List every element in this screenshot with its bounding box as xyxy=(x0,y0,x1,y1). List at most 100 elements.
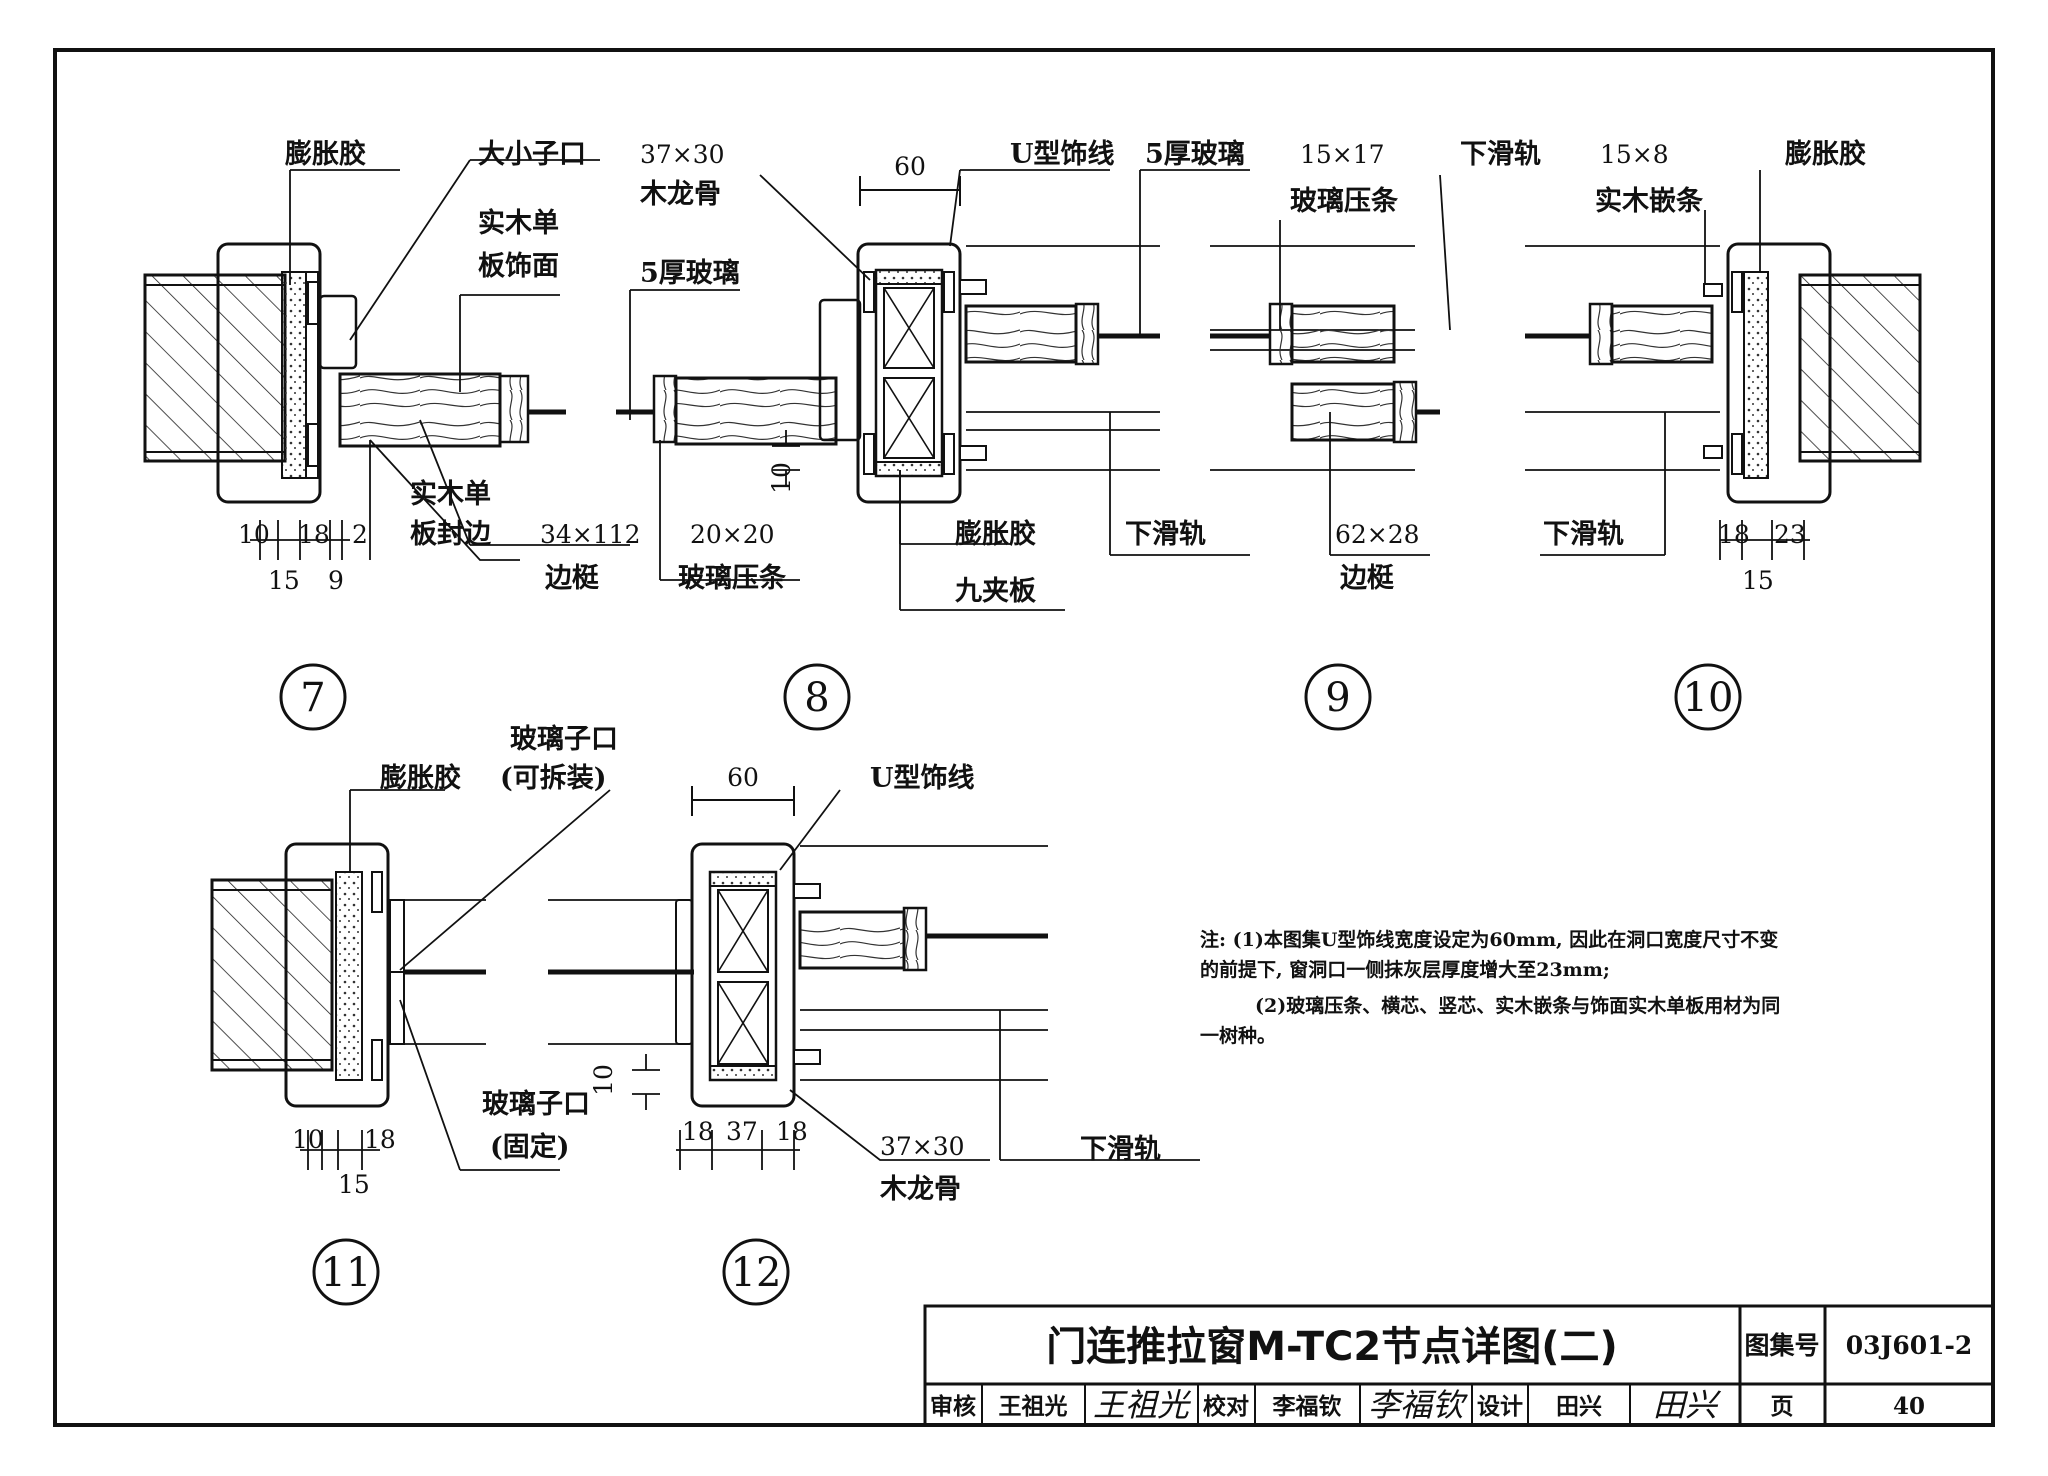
dim-text: 23 xyxy=(1774,520,1806,549)
detail-number-circle xyxy=(722,1238,790,1306)
detail-7 xyxy=(143,242,566,504)
label-joist-size: 37×30 xyxy=(640,140,725,169)
detail-circles xyxy=(279,663,1742,1306)
label-plywood: 九夹板 xyxy=(955,576,1036,607)
label-expansion-glue: 膨胀胶 xyxy=(285,138,366,170)
rebate-block xyxy=(818,298,862,442)
review-label: 审核 xyxy=(930,1393,976,1420)
detail-number-circle xyxy=(279,663,347,731)
design-label: 设计 xyxy=(1477,1393,1523,1420)
dim-text: 37 xyxy=(726,1117,758,1146)
label-u-trim: U型饰线 xyxy=(1010,139,1115,170)
sheet-border xyxy=(53,48,1995,1427)
checker-signature: 李福钦 xyxy=(1368,1386,1468,1424)
dim-60-line xyxy=(691,786,795,816)
joist-lower xyxy=(883,377,935,459)
clip-top xyxy=(307,281,319,325)
label-glass: 5厚玻璃 xyxy=(1145,139,1245,170)
label-gap-10: 10 xyxy=(767,462,796,494)
leader-lines xyxy=(289,159,1761,1171)
glass-bead xyxy=(652,374,678,444)
sash-section xyxy=(1610,304,1714,364)
dim-text: 15 xyxy=(338,1170,370,1199)
atlas-number: 03J601-2 xyxy=(1846,1331,1973,1360)
label-stile-size: 62×28 xyxy=(1335,520,1420,549)
label-inlay-size: 15×8 xyxy=(1600,140,1669,169)
detail-number: 11 xyxy=(321,1250,372,1296)
detail-8 xyxy=(616,176,1160,504)
expansion-glue-layer xyxy=(335,871,363,1081)
label-track: 下滑轨 xyxy=(1080,1133,1161,1165)
label-width-60: 60 xyxy=(727,763,759,792)
label-bead-size: 20×20 xyxy=(690,520,775,549)
wall-section xyxy=(1798,273,1922,463)
dim-text: 15 xyxy=(1742,566,1774,595)
dim-60-line xyxy=(859,176,961,206)
label-expansion-glue: 膨胀胶 xyxy=(955,518,1036,550)
plywood-core xyxy=(708,870,778,1082)
label-veneer-face: 板饰面 xyxy=(478,251,559,282)
label-glass: 5厚玻璃 xyxy=(640,258,740,289)
stile-section xyxy=(338,372,502,448)
expansion-glue-top xyxy=(875,269,943,285)
dimension-lines xyxy=(250,520,1810,1170)
glass-bead-15x17 xyxy=(1074,302,1100,366)
detail-number: 12 xyxy=(731,1250,782,1296)
detail-12 xyxy=(548,786,1048,1110)
checker-name: 李福钦 xyxy=(1273,1393,1342,1420)
detail-9 xyxy=(1210,245,1440,471)
frame-rail xyxy=(674,376,838,446)
label-track: 下滑轨 xyxy=(1460,138,1541,170)
label-bead: 玻璃压条 xyxy=(1290,186,1399,217)
label-rebate-removable: (可拆装) xyxy=(500,763,607,794)
note-line: 一树种。 xyxy=(1200,1024,1276,1047)
note-line: 的前提下, 窗洞口一侧抹灰层厚度增大至23mm; xyxy=(1200,958,1610,981)
track-lines xyxy=(1525,245,1720,471)
label-joist: 木龙骨 xyxy=(639,179,721,210)
label-stile-size: 34×112 xyxy=(540,520,640,549)
label-edge-seal: 实木单 xyxy=(410,478,491,510)
glass-bead-15x17 xyxy=(1268,302,1294,366)
wall-section xyxy=(210,878,334,1072)
stile-62x28 xyxy=(1290,382,1396,442)
u-trim-frame xyxy=(216,242,322,504)
label-veneer-face: 实木单 xyxy=(478,207,559,239)
bead-lower xyxy=(1392,380,1418,444)
label-track: 下滑轨 xyxy=(1125,518,1206,550)
label-joist: 木龙骨 xyxy=(879,1174,961,1205)
detail-number: 8 xyxy=(804,675,829,721)
glass-bead xyxy=(902,906,928,972)
label-rebate-fixed: (固定) xyxy=(490,1131,570,1163)
label-bead: 玻璃压条 xyxy=(678,563,787,594)
joist-upper xyxy=(717,889,769,973)
sash-section xyxy=(964,304,1078,364)
atlas-label: 图集号 xyxy=(1744,1331,1819,1360)
detail-number-circle xyxy=(1304,663,1372,731)
detail-number-circle xyxy=(783,663,851,731)
label-bead-size: 15×17 xyxy=(1300,140,1385,169)
dim-text: 18 xyxy=(1718,520,1750,549)
designer-signature: 田兴 xyxy=(1653,1386,1722,1424)
dim-text: 18 xyxy=(298,520,330,549)
track-lines xyxy=(800,845,1048,1081)
label-expansion-glue: 膨胀胶 xyxy=(380,762,461,794)
note-line: (2)玻璃压条、横芯、竖芯、实木嵌条与饰面实木单板用材为同 xyxy=(1255,994,1780,1017)
designer-name: 田兴 xyxy=(1556,1393,1602,1420)
dim-text: 15 xyxy=(268,566,300,595)
reviewer-name: 王祖光 xyxy=(999,1393,1068,1420)
dim-text: 10 xyxy=(292,1125,324,1154)
wall-section xyxy=(143,273,287,463)
dim-text: 18 xyxy=(776,1117,808,1146)
veneer-edge xyxy=(498,374,530,444)
note-line: 注: (1)本图集U型饰线宽度设定为60mm, 因此在洞口宽度尺寸不变 xyxy=(1200,928,1778,951)
u-trim-frame xyxy=(856,242,962,504)
label-inlay: 实木嵌条 xyxy=(1595,185,1704,217)
label-stile: 边梃 xyxy=(1340,563,1394,594)
label-rebate: 大小子口 xyxy=(478,139,586,170)
reviewer-signature: 王祖光 xyxy=(1093,1386,1192,1424)
track-lines xyxy=(966,245,1160,471)
rebate-block xyxy=(318,294,358,370)
expansion-glue-layer xyxy=(1743,271,1769,479)
detail-number: 9 xyxy=(1325,675,1350,721)
